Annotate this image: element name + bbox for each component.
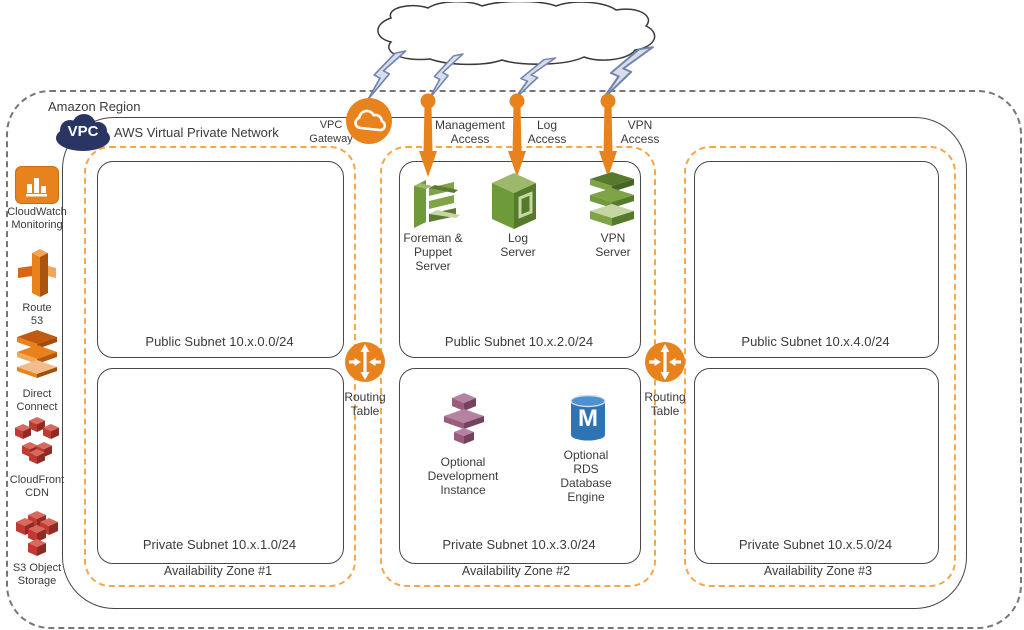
development-instance-label: Optional Development Instance [427,455,499,497]
vpc-cloud-icon [56,114,110,151]
private-subnet-az2-label: Private Subnet 10.x.3.0/24 [442,537,596,552]
vpn-access-label: VPN Access [620,118,660,146]
direct-connect-icon [17,330,57,378]
log-server-label: Log Server [500,231,536,259]
s3-object-storage-label: S3 Object Storage [12,562,62,587]
amazon-region-label: Amazon Region [48,99,141,114]
rds-database-icon [570,394,606,441]
route-53-icon [18,249,56,297]
rds-engine-letter: M [578,405,598,432]
public-subnet-az3-label: Public Subnet 10.x.4.0/24 [741,334,890,349]
foreman-puppet-server-label: Foreman & Puppet Server [403,231,463,273]
availability-zone-3-label: Availability Zone #3 [763,564,873,578]
cloudfront-cdn-icon [15,417,59,464]
lightning-bolt-2 [428,53,464,100]
vpn-server-label: VPN Server [595,231,631,259]
availability-zone-1-label: Availability Zone #1 [163,564,273,578]
public-subnet-az1-label: Public Subnet 10.x.0.0/24 [145,334,294,349]
vpc-badge-label: VPC [67,123,99,140]
routing-table-label-1: Routing Table [344,390,386,418]
management-access-label: Management Access [434,118,506,146]
vpc-network-label: AWS Virtual Private Network [114,125,279,140]
routing-table-icon-1 [345,342,385,382]
vpn-server-icon [590,172,634,226]
availability-zone-3 [684,146,956,587]
cloudfront-cdn-label: CloudFront CDN [9,474,65,499]
private-subnet-az1-label: Private Subnet 10.x.1.0/24 [142,537,297,552]
lightning-bolt-1 [367,50,407,100]
public-subnet-az1 [97,161,344,358]
private-subnet-az1 [97,368,344,564]
log-access-arrow [508,93,526,177]
cloudwatch-monitoring-label: CloudWatch Monitoring [7,206,67,231]
lightning-bolt-4 [601,46,655,100]
cloudwatch-monitoring-icon [15,166,59,204]
route-53-label: Route 53 [22,302,52,327]
rds-database-label: Optional RDS Database Engine [560,448,612,504]
public-subnet-az3 [694,161,939,358]
routing-table-icon-2 [645,342,685,382]
log-server-icon [492,173,536,229]
s3-object-storage-icon [16,511,58,556]
development-instance-icon [444,393,484,444]
foreman-puppet-server-icon [414,180,460,228]
routing-table-label-2: Routing Table [644,390,686,418]
private-subnet-az3 [694,368,939,564]
vpn-access-arrow [599,93,617,177]
vpc-gateway-icon [346,98,392,144]
private-subnet-az3-label: Private Subnet 10.x.5.0/24 [738,537,893,552]
amazon-region-boundary [6,90,1022,629]
lightning-bolt-3 [513,57,557,100]
availability-zone-2-label: Availability Zone #2 [461,564,571,578]
vpc-gateway-label: VPC Gateway [309,119,353,145]
management-access-arrow [419,93,437,177]
direct-connect-label: Direct Connect [16,388,58,413]
log-access-label: Log Access [527,118,567,146]
internet-cloud [377,2,656,66]
public-subnet-az2-label: Public Subnet 10.x.2.0/24 [444,334,594,349]
